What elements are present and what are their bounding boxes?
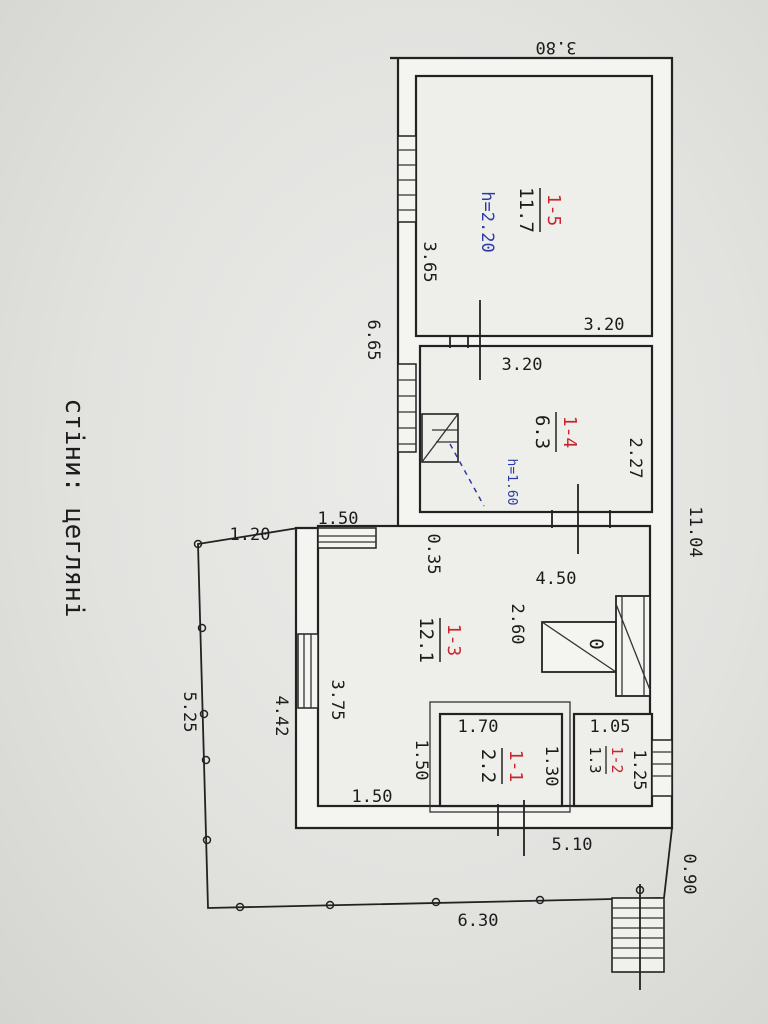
dim-room3-side: 3.75 [327, 680, 347, 721]
room-1-3-code: 1-3 [443, 624, 464, 657]
dim-top-width: 3.80 [536, 37, 577, 57]
dim-room1-side: 1.50 [411, 740, 431, 781]
window-middle [397, 363, 417, 453]
dim-bottom-length: 5.10 [552, 835, 593, 855]
room-1-1-code: 1-1 [505, 750, 526, 783]
entrance-steps [611, 884, 665, 990]
fence-posts [193, 539, 645, 912]
room-1-1-outline [429, 701, 571, 813]
room-1-4-area: 6.3 [531, 415, 553, 449]
dim-room3-length: 4.50 [536, 569, 577, 589]
room-1-5-label: 1-5 11.7 [515, 187, 564, 233]
dim-yard-c: 6.30 [458, 911, 499, 931]
room-1-4-height: h=1.60 [504, 459, 519, 506]
room-1-1-label: 1-1 2.2 [477, 748, 526, 784]
room-1-5-area: 11.7 [515, 187, 537, 233]
dim-total-length: 11.04 [685, 506, 705, 557]
dim-room4-length: 2.27 [625, 438, 645, 479]
yard-boundary [197, 527, 661, 909]
window-porch [317, 527, 377, 549]
stove-label: 0 [585, 638, 607, 649]
walls-material-note: стіни: цегляні [59, 398, 89, 617]
dim-room1-length: 1.30 [541, 746, 561, 787]
dim-room5-length: 3.65 [419, 242, 439, 283]
room-1-3-label: 1-3 12.1 [415, 617, 464, 663]
dim-side-length: 4.42 [271, 696, 291, 737]
stove [541, 595, 651, 697]
height-dashed-line [449, 443, 485, 507]
dim-porch-width: 1.50 [318, 509, 359, 529]
room-1-1 [438, 712, 564, 808]
room-1-2-code: 1-2 [608, 746, 626, 773]
window-top [397, 135, 417, 223]
room-1-4-code: 1-4 [559, 416, 580, 449]
dim-room4-width: 3.20 [502, 355, 543, 375]
dim-yard-a: 1.20 [230, 525, 271, 545]
window-left [297, 633, 319, 709]
room-1-1-area: 2.2 [477, 749, 499, 783]
dim-steps-offset: 0.90 [679, 854, 699, 895]
dim-yard-b: 5.25 [179, 692, 199, 733]
room-1-2-label: 1-2 1.3 [586, 746, 626, 774]
dim-room1-width: 1.70 [458, 717, 499, 737]
room-1-5-code: 1-5 [543, 194, 564, 227]
dim-left-length: 6.65 [363, 320, 383, 361]
dim-room2-length: 1.25 [629, 750, 649, 791]
dim-room3-bottom: 1.50 [352, 787, 393, 807]
dim-room5-width: 3.20 [584, 315, 625, 335]
room-1-5-height: h=2.20 [477, 191, 497, 252]
gate-line [663, 827, 673, 899]
dim-room3-width: 2.60 [507, 604, 527, 645]
attic-ladder [421, 413, 459, 463]
dim-wall-thickness: 0.35 [423, 534, 443, 575]
room-1-3-area: 12.1 [415, 617, 437, 663]
door-between-rooms [449, 300, 611, 856]
dim-room2-width: 1.05 [590, 717, 631, 737]
room-1-4-label: 1-4 6.3 [531, 412, 580, 452]
window-right [651, 739, 673, 797]
room-1-2-area: 1.3 [586, 746, 604, 773]
